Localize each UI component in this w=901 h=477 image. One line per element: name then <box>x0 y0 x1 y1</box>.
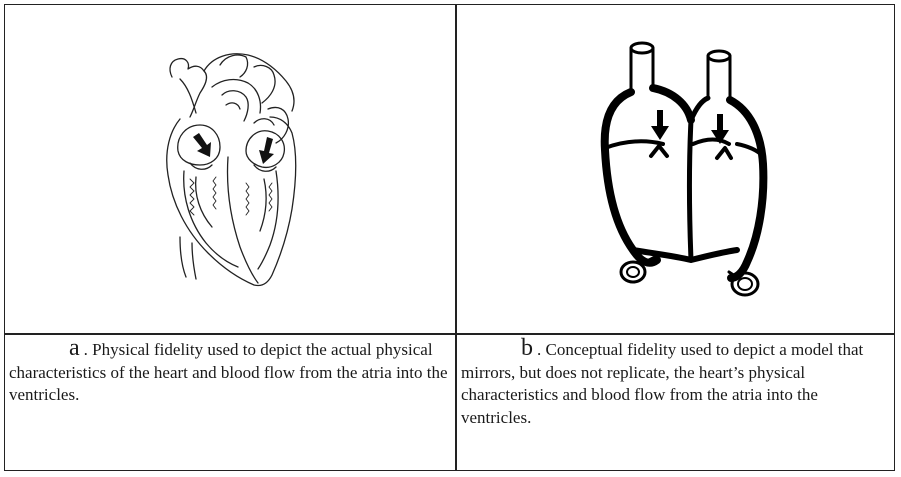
panel-a-image-cell <box>5 5 455 333</box>
caption-b-letter: b <box>521 337 533 360</box>
figure-table: a. Physical fidelity used to depict the … <box>4 4 895 471</box>
caption-b: b. Conceptual fidelity used to depict a … <box>461 337 891 429</box>
caption-a: a. Physical fidelity used to depict the … <box>9 337 449 407</box>
panel-b-image-cell <box>457 5 894 333</box>
conceptual-heart-model <box>597 40 772 300</box>
caption-a-letter: a <box>69 337 80 360</box>
row-divider <box>5 333 894 335</box>
anatomical-heart-illustration <box>150 47 310 287</box>
